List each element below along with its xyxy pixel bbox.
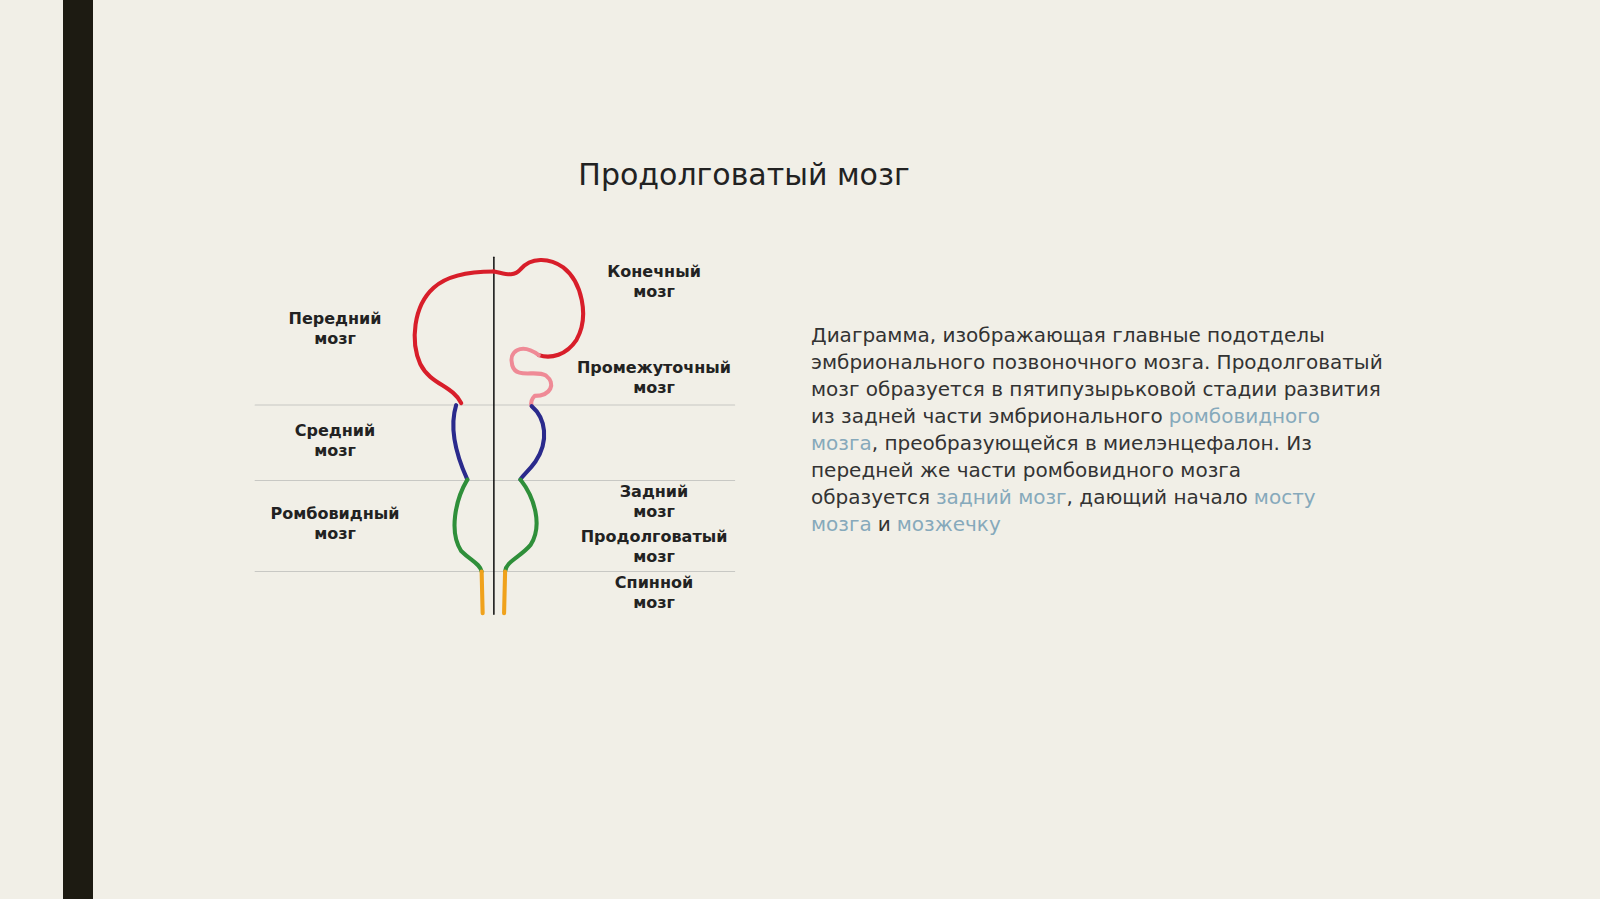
slide-title: Продолговатый мозг xyxy=(578,157,909,192)
region-label: Средний мозг xyxy=(295,421,375,461)
region-label: Промежуточный мозг xyxy=(577,358,731,398)
region-label: Продолговатый мозг xyxy=(581,527,728,567)
region-label: Спинной мозг xyxy=(615,573,693,613)
region-label: Задний мозг xyxy=(620,482,689,522)
description-paragraph: Диаграмма, изображающая главные подотдел… xyxy=(811,322,1391,538)
region-label: Передний мозг xyxy=(289,309,382,349)
side-bar xyxy=(63,0,93,899)
region-label: Ромбовидный мозг xyxy=(271,504,400,544)
paragraph-text: и xyxy=(878,512,891,536)
link-text: мозжечку xyxy=(897,512,1001,536)
link-text: задний мозг xyxy=(936,485,1067,509)
region-label: Конечный мозг xyxy=(607,262,701,302)
paragraph-text: , дающий начало xyxy=(1067,485,1248,509)
